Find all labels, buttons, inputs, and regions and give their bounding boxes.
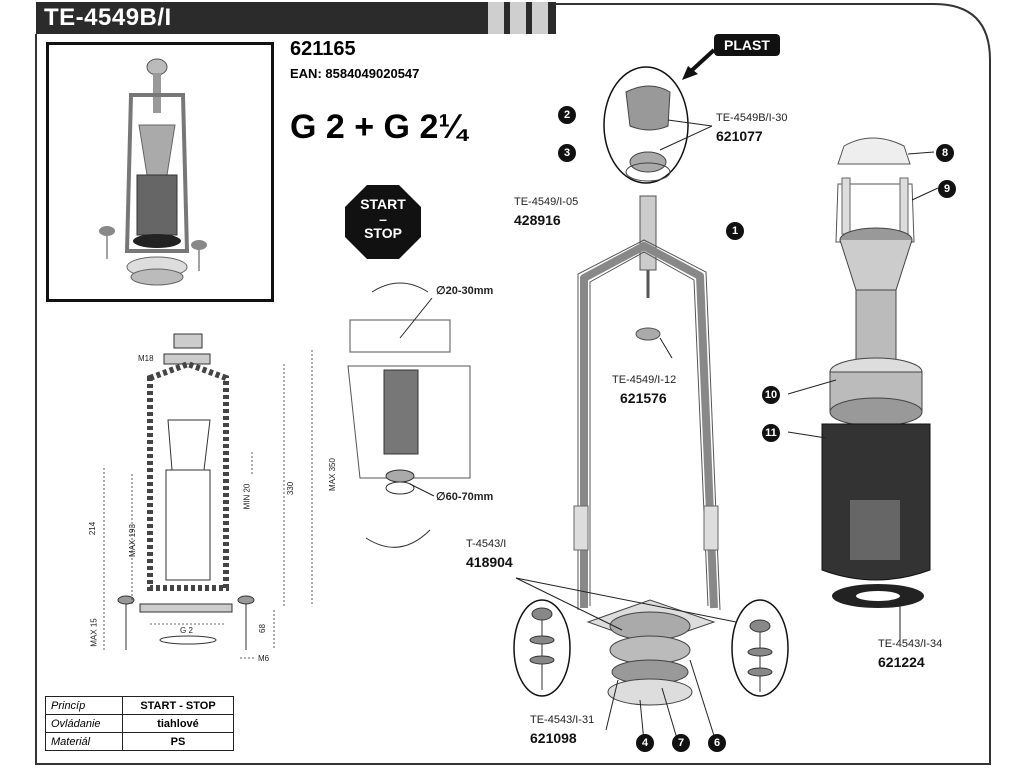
badge-4: 4 — [636, 734, 654, 752]
clip-part — [837, 137, 911, 165]
badge-11: 11 — [762, 424, 780, 442]
dim-min20: MIN 20 — [242, 483, 252, 510]
hole-size-bottom: ∅60-70mm — [436, 491, 494, 503]
product-photo — [46, 42, 274, 302]
thread-size: G 2 + G 2¼ — [290, 108, 467, 146]
part-code-ring: 621576 — [620, 390, 667, 406]
badge-1: 1 — [726, 222, 744, 240]
title-bar — [36, 2, 556, 34]
dim-max15: MAX 15 — [89, 618, 99, 647]
spec-table: Princíp START - STOP Ovládanie tiahlové … — [45, 696, 234, 751]
tank-sketch — [347, 365, 471, 479]
part-code-rod: 428916 — [514, 212, 561, 228]
spec-value: PS — [122, 732, 234, 751]
badge-10: 10 — [762, 386, 780, 404]
dim-g2: G 2 — [180, 626, 193, 635]
rod-part — [639, 195, 657, 271]
badge-6: 6 — [708, 734, 726, 752]
part-code-gasket: 621224 — [878, 654, 925, 670]
start-stop-sign: START – STOP — [344, 184, 422, 260]
bolt-detail-right — [731, 599, 789, 697]
part-ref-rod: TE-4549/I-05 — [514, 196, 579, 208]
stop-label: STOP — [364, 225, 402, 241]
plast-tag: PLAST — [714, 34, 780, 56]
dim-330: 330 — [286, 481, 296, 496]
part-ref-cap: TE-4549B/I-30 — [716, 112, 788, 124]
cage-frame — [580, 242, 718, 609]
section-drawing — [117, 333, 255, 650]
spec-key: Princíp — [45, 696, 123, 715]
cap-detail-circle — [603, 66, 689, 184]
dim-m18: M18 — [138, 354, 154, 363]
spec-value: tiahlové — [122, 714, 234, 733]
part-code-bolt: 418904 — [466, 554, 513, 570]
part-ref-bolt: T-4543/I — [466, 538, 507, 550]
ean-code: EAN: 8584049020547 — [290, 66, 420, 81]
spec-key: Materiál — [45, 732, 123, 751]
table-row: Princíp START - STOP — [45, 696, 234, 715]
part-ref-ring: TE-4549/I-12 — [612, 374, 677, 386]
start-label: START — [360, 196, 406, 212]
dim-m6: M6 — [258, 654, 270, 663]
title-stripe — [510, 2, 526, 34]
dash-label: – — [379, 211, 387, 227]
badge-9: 9 — [938, 180, 956, 198]
plast-arrow — [688, 48, 716, 74]
badge-2: 2 — [558, 106, 576, 124]
part-code-cap: 621077 — [716, 128, 763, 144]
title-stripe — [532, 2, 548, 34]
tank-lid — [349, 319, 451, 353]
dim-68: 68 — [257, 624, 267, 633]
title-stripe — [488, 2, 504, 34]
cap-part — [625, 85, 671, 131]
part-ref-base: TE-4543/I-31 — [530, 714, 595, 726]
dim-max350: MAX 350 — [327, 458, 337, 491]
dim-max193: MAX 193 — [127, 524, 137, 557]
badge-3: 3 — [558, 144, 576, 162]
dim-214: 214 — [88, 521, 98, 536]
screw-head-part — [629, 151, 667, 173]
table-row: Ovládanie tiahlové — [45, 714, 234, 733]
spec-value: START - STOP — [122, 696, 234, 715]
product-title: TE-4549B/I — [44, 4, 172, 31]
valve-photo-illustration — [99, 58, 207, 286]
ring-part — [635, 327, 661, 341]
part-code-base: 621098 — [530, 730, 577, 746]
octagon-icon — [345, 185, 421, 259]
part-ref-gasket: TE-4543/I-34 — [878, 638, 943, 650]
product-code: 621165 — [290, 38, 356, 60]
badge-8: 8 — [936, 144, 954, 162]
bolt-detail-left — [513, 599, 571, 697]
table-row: Materiál PS — [45, 732, 234, 751]
hole-size-top: ∅20-30mm — [436, 285, 494, 297]
spec-key: Ovládanie — [45, 714, 123, 733]
badge-7: 7 — [672, 734, 690, 752]
